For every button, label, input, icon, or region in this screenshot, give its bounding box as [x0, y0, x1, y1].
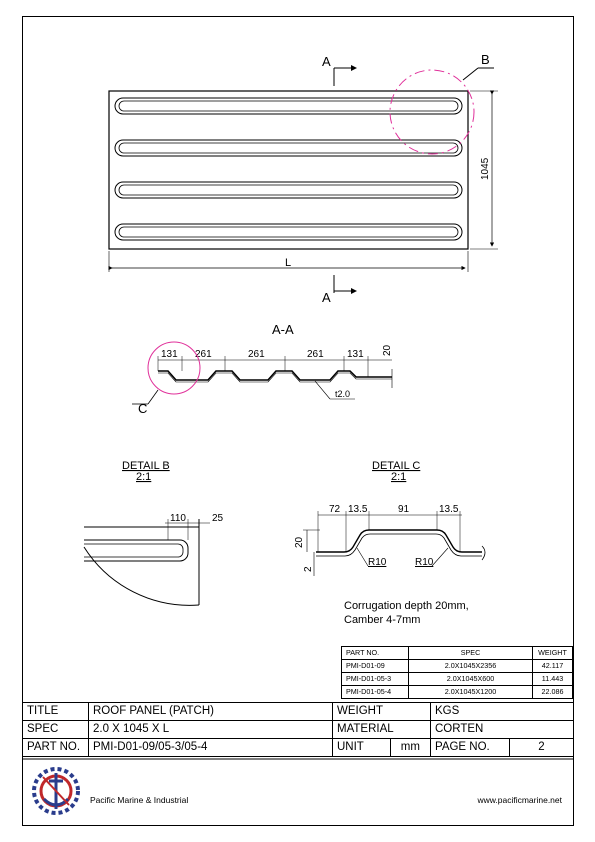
svg-text:20: 20: [382, 344, 393, 356]
detail-c: DETAIL C 2:1 72 13.5 91 13.5 20 2 R10 R1…: [294, 460, 486, 576]
detail-circle-b: B: [389, 52, 494, 155]
section-profile: [158, 370, 392, 381]
drawing-frame: [22, 16, 574, 826]
table-row: PMI-D01-05-3 2.0X1045X600 11.443: [341, 672, 573, 686]
table-row: PMI-D01-05-4 2.0X1045X1200 22.086: [341, 685, 573, 699]
weight-value: KGS: [430, 702, 574, 721]
svg-text:20: 20: [294, 536, 305, 548]
title-label: TITLE: [22, 702, 89, 721]
svg-text:91: 91: [398, 504, 410, 515]
note-line-2: Camber 4-7mm: [344, 614, 421, 626]
svg-text:DETAIL B: DETAIL B: [122, 460, 170, 472]
svg-text:L: L: [285, 257, 291, 269]
page-label: PAGE NO.: [430, 738, 510, 757]
svg-text:25: 25: [212, 513, 224, 524]
title-block: TITLE ROOF PANEL (PATCH) WEIGHT KGS SPEC…: [22, 702, 574, 757]
svg-text:2:1: 2:1: [136, 471, 151, 483]
svg-text:1045: 1045: [480, 157, 491, 180]
panel-outline: [108, 90, 469, 250]
company-name: Pacific Marine & Industrial: [90, 795, 189, 805]
svg-text:C: C: [138, 401, 147, 416]
part-value: PMI-D01-09/05-3/05-4: [88, 738, 333, 757]
svg-text:R10: R10: [368, 557, 387, 568]
dimension-height: 1045: [470, 90, 498, 250]
detail-c-profile: [316, 529, 482, 553]
svg-text:A: A: [322, 290, 331, 305]
section-marker-bottom: A: [322, 275, 357, 305]
svg-text:13.5: 13.5: [439, 504, 459, 515]
note: Corrugation depth 20mm, Camber 4-7mm: [344, 599, 469, 627]
svg-text:13.5: 13.5: [348, 504, 368, 515]
table-row: PMI-D01-09 2.0X1045X2356 42.117: [341, 659, 573, 673]
note-line-1: Corrugation depth 20mm,: [344, 600, 469, 612]
section-marker-top: A: [322, 54, 357, 86]
website-link[interactable]: www.pacificmarine.net: [477, 795, 562, 805]
dimension-length: L: [108, 251, 469, 272]
spec-label: SPEC: [22, 720, 89, 739]
page-value: 2: [509, 738, 574, 757]
svg-text:2:1: 2:1: [391, 471, 406, 483]
parts-table-header: PART NO. SPEC WEIGHT: [341, 646, 573, 660]
parts-table: PART NO. SPEC WEIGHT PMI-D01-09 2.0X1045…: [341, 646, 573, 699]
corrugation-rib-2: [114, 139, 463, 157]
svg-text:DETAIL C: DETAIL C: [372, 460, 420, 472]
svg-text:R10: R10: [415, 557, 434, 568]
corrugation-rib-3: [114, 181, 463, 199]
svg-text:261: 261: [248, 349, 265, 360]
material-label: MATERIAL: [332, 720, 431, 739]
section-a-a: A-A 131 261 261 261 131 20 t2.0: [132, 322, 393, 416]
svg-text:2: 2: [303, 566, 314, 572]
anchor-gear-logo-icon: [29, 763, 83, 819]
svg-text:131: 131: [347, 349, 364, 360]
weight-label: WEIGHT: [332, 702, 431, 721]
svg-text:A-A: A-A: [272, 322, 294, 337]
svg-text:B: B: [481, 52, 490, 67]
svg-text:110: 110: [170, 513, 186, 524]
svg-text:A: A: [322, 54, 331, 69]
corrugation-rib-4: [114, 223, 463, 241]
spec-value: 2.0 X 1045 X L: [88, 720, 333, 739]
part-label: PART NO.: [22, 738, 89, 757]
svg-text:72: 72: [329, 504, 341, 515]
detail-b: DETAIL B 2:1 110 25: [83, 460, 224, 606]
svg-text:261: 261: [195, 349, 212, 360]
plan-view: A A B 1045: [108, 52, 498, 305]
unit-value: mm: [389, 738, 432, 757]
corrugation-rib-1: [114, 97, 463, 115]
unit-label: UNIT: [332, 738, 391, 757]
svg-text:261: 261: [307, 349, 324, 360]
title-value: ROOF PANEL (PATCH): [88, 702, 333, 721]
svg-text:t2.0: t2.0: [335, 389, 350, 399]
svg-text:131: 131: [161, 349, 178, 360]
material-value: CORTEN: [430, 720, 574, 739]
